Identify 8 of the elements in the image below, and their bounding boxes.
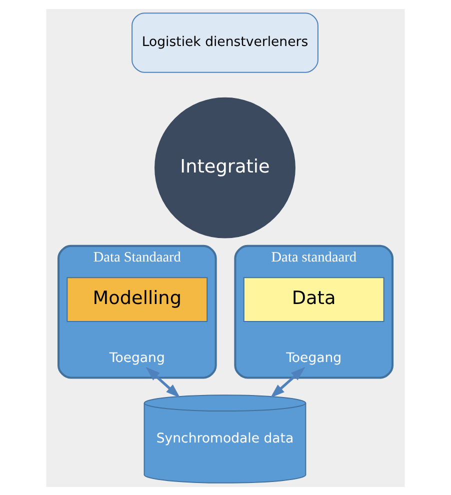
- node-box: Modelling: [66, 276, 208, 322]
- node-text: Toegang: [109, 350, 165, 366]
- arrow: [270, 366, 306, 398]
- node-box: Logistiek dienstverleners: [132, 12, 318, 72]
- arrow: [146, 366, 180, 398]
- node-box: Data: [243, 276, 384, 322]
- node-circle: Integratie: [154, 96, 296, 238]
- node-text: Toegang: [286, 350, 342, 366]
